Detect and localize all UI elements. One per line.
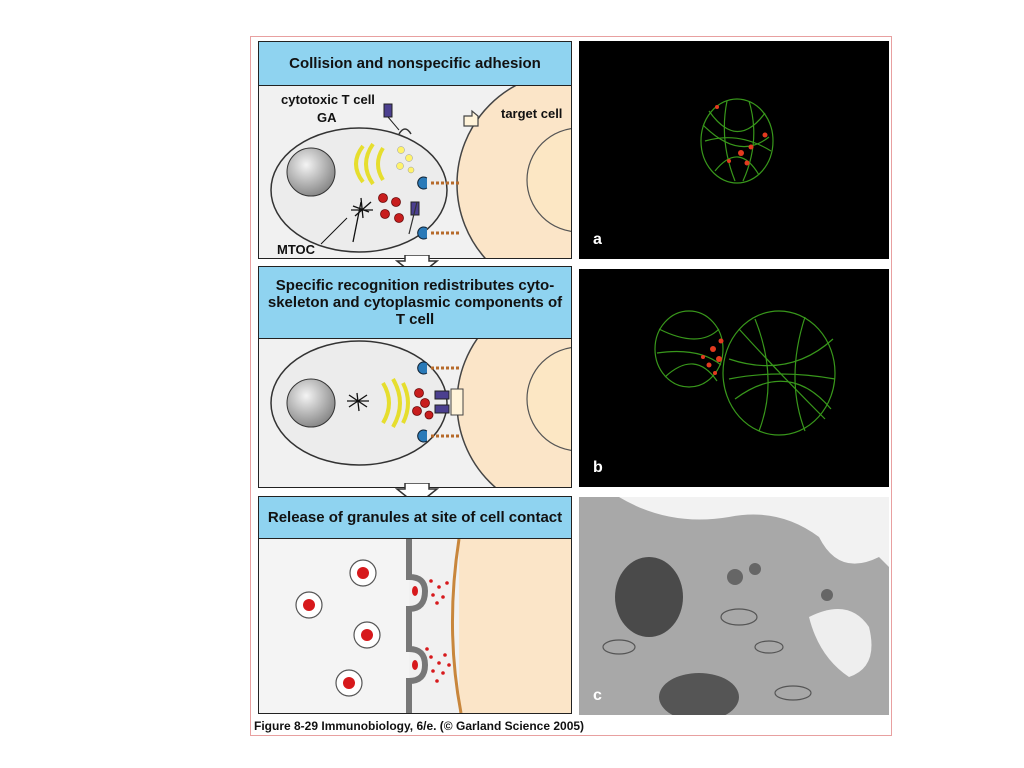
t-cell-nucleus — [286, 147, 336, 197]
panel-header-release: Release of granules at site of cell cont… — [259, 497, 571, 539]
release-diagram — [259, 539, 571, 713]
t-cell — [270, 340, 448, 466]
t-cell-region — [259, 539, 409, 713]
label-cytotoxic-t-cell: cytotoxic T cell — [281, 92, 375, 107]
target-membrane — [451, 539, 463, 713]
granules — [295, 559, 381, 697]
micrograph-c: c — [579, 497, 889, 715]
granules — [378, 193, 404, 223]
adhesion-molecules — [417, 176, 459, 240]
t-cell-nucleus — [286, 378, 336, 428]
tcr-mhc-complex — [434, 388, 464, 416]
micrograph-b-image — [654, 310, 836, 436]
panel-release: Release of granules at site of cell cont… — [258, 496, 572, 714]
adhesion-molecules — [417, 361, 459, 443]
micrograph-a-image — [700, 98, 774, 184]
target-nucleus — [526, 347, 571, 451]
recognition-diagram — [270, 339, 571, 487]
collision-diagram: cytotoxic T cell GA target cell MTOC — [270, 86, 571, 258]
figure: Collision and nonspecific adhesion — [250, 36, 892, 736]
panel-header-recognition: Specific recognition redistributes cyto-… — [259, 267, 571, 339]
target-nucleus — [526, 128, 571, 232]
mtoc — [351, 197, 373, 243]
vesicles — [396, 146, 415, 174]
mhc-peptide — [463, 109, 479, 127]
granules — [412, 388, 434, 420]
panel-collision: Collision and nonspecific adhesion — [258, 41, 572, 259]
micrograph-c-image — [579, 497, 889, 715]
label-target-cell: target cell — [501, 106, 562, 121]
figure-caption: Figure 8-29 Immunobiology, 6/e. (© Garla… — [254, 719, 585, 733]
micrograph-b-label: b — [593, 459, 603, 476]
golgi-apparatus — [381, 377, 410, 429]
micrograph-a: a — [579, 41, 889, 259]
target-cell-region — [459, 539, 571, 713]
mtoc-pointer — [320, 217, 348, 245]
tcr-receptors — [383, 103, 420, 235]
panel-header-collision: Collision and nonspecific adhesion — [259, 42, 571, 86]
label-ga: GA — [317, 110, 337, 125]
panel-recognition: Specific recognition redistributes cyto-… — [258, 266, 572, 488]
t-cell-membrane — [406, 539, 429, 713]
golgi-apparatus — [354, 142, 385, 186]
micrograph-b: b — [579, 269, 889, 487]
label-mtoc: MTOC — [277, 242, 316, 257]
micrograph-a-label: a — [593, 231, 602, 248]
mtoc — [347, 392, 369, 412]
micrograph-c-label: c — [593, 687, 602, 704]
released-granule-contents — [412, 579, 451, 683]
